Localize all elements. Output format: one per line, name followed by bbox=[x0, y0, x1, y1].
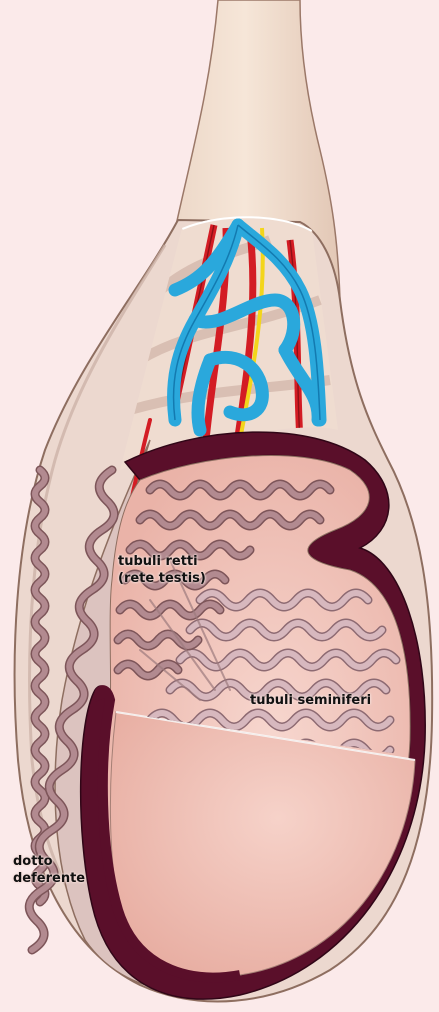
label-tubuli-retti: tubuli retti (rete testis) bbox=[118, 553, 206, 587]
label-dotto-line1: dotto bbox=[13, 853, 85, 870]
label-tubuli-retti-line2: (rete testis) bbox=[118, 570, 206, 587]
label-tubuli-retti-line1: tubuli retti bbox=[118, 553, 206, 570]
label-tubuli-seminiferi: tubuli seminiferi bbox=[250, 692, 371, 709]
label-dotto-deferente: dotto deferente bbox=[13, 853, 85, 887]
label-dotto-line2: deferente bbox=[13, 870, 85, 887]
